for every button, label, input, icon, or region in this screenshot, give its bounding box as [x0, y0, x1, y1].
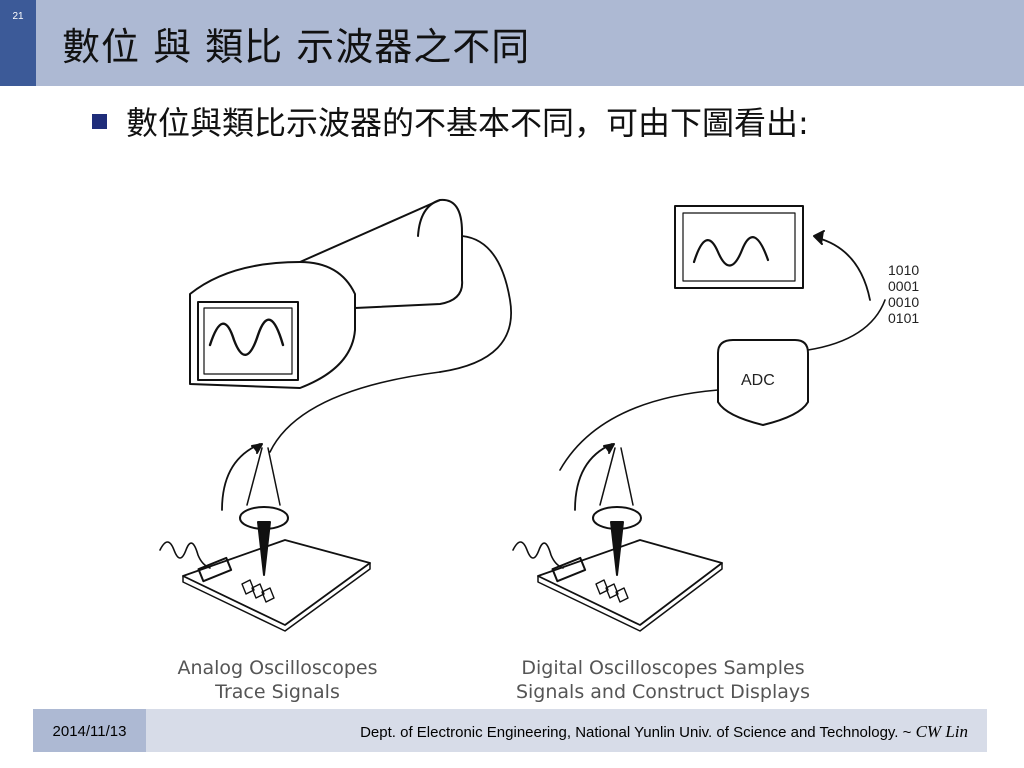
header-bar — [0, 0, 1024, 86]
digital-input-wave — [512, 541, 564, 569]
analog-board — [182, 539, 371, 626]
caption-analog: Analog Oscilloscopes Trace Signals — [177, 657, 378, 703]
footer-date: 2014/11/13 — [52, 723, 127, 740]
binary-line: 0101 — [888, 310, 919, 326]
crt-screen-frame — [189, 261, 356, 389]
slide-number-box — [0, 0, 36, 86]
digital-arrow — [574, 443, 613, 511]
oscilloscope-figure: 1010 0001 0010 0101 ADC — [159, 198, 919, 632]
binary-line: 0010 — [888, 294, 919, 310]
binary-line: 1010 — [888, 262, 919, 278]
binary-line: 0001 — [888, 278, 919, 294]
footer-dept: Dept. of Electronic Engineering, Nationa… — [360, 724, 916, 741]
analog-cable — [269, 371, 441, 453]
footer-info: Dept. of Electronic Engineering, Nationa… — [146, 722, 968, 742]
analog-beam — [246, 447, 281, 506]
bullet-text: 數位與類比示波器的不基本不同，可由下圖看出: — [126, 104, 809, 142]
footer-author: CW Lin — [915, 722, 968, 741]
footer-date-box — [33, 709, 146, 752]
digital-beam — [599, 447, 634, 506]
analog-screen-wave — [208, 318, 285, 356]
caption-digital: Digital Oscilloscopes Samples Signals an… — [515, 657, 811, 703]
bullet-square-icon — [92, 114, 107, 129]
digital-screen-wave — [692, 236, 770, 267]
crt-tube — [299, 198, 512, 373]
analog-input-wave — [159, 541, 211, 569]
adc-label: ADC — [741, 372, 775, 389]
footer-info-box — [146, 709, 987, 752]
adc-box — [717, 339, 809, 426]
slide-number: 21 — [12, 11, 24, 22]
slide-title: 數位 與 類比 示波器之不同 — [62, 25, 531, 69]
digital-display — [674, 205, 804, 289]
analog-arrow — [221, 443, 261, 511]
digital-board — [537, 539, 723, 626]
